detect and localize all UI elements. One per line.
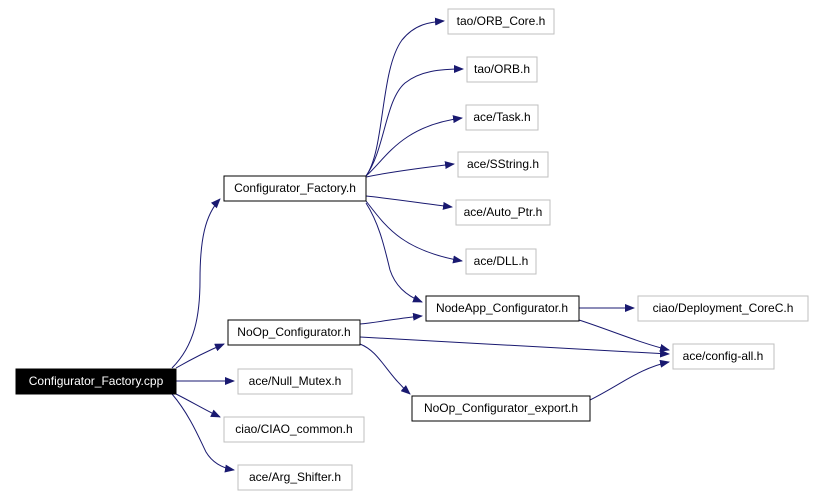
node-nodeapp-configurator-h[interactable]: NodeApp_Configurator.h: [425, 295, 580, 322]
nodes: Configurator_Factory.cpp Configurator_Fa…: [15, 8, 809, 491]
node-label: ace/Auto_Ptr.h: [464, 205, 543, 219]
node-orb-core-h[interactable]: tao/ORB_Core.h: [447, 8, 555, 35]
edge-cf-to-nodeapp-configurator-h: [365, 202, 423, 303]
node-label: ciao/CIAO_common.h: [235, 422, 352, 436]
node-auto-ptr-h[interactable]: ace/Auto_Ptr.h: [455, 199, 551, 226]
edge-noop-to-noop-export-h: [359, 343, 411, 395]
node-label: ace/Arg_Shifter.h: [249, 470, 341, 484]
edge-root-to-noop-configurator-h: [175, 343, 225, 369]
node-sstring-h[interactable]: ace/SString.h: [457, 151, 549, 178]
node-label: NodeApp_Configurator.h: [436, 301, 568, 315]
node-configurator-factory-cpp[interactable]: Configurator_Factory.cpp: [15, 368, 177, 395]
node-label: tao/ORB_Core.h: [457, 14, 546, 28]
edge-root-to-arg-shifter-h: [171, 393, 235, 473]
node-label: ace/config-all.h: [683, 349, 764, 363]
edge-cf-to-sstring-h: [365, 161, 455, 178]
node-label: ace/Task.h: [473, 110, 530, 124]
node-label: ace/SString.h: [467, 157, 539, 171]
edge-cf-to-dll-h: [365, 200, 463, 264]
node-arg-shifter-h[interactable]: ace/Arg_Shifter.h: [237, 464, 353, 491]
edge-noop-to-nodeapp-configurator-h: [359, 312, 423, 325]
node-ciao-common-h[interactable]: ciao/CIAO_common.h: [223, 416, 365, 443]
node-deployment-corec-h[interactable]: ciao/Deployment_CoreC.h: [637, 295, 809, 322]
edges: [171, 17, 670, 473]
node-null-mutex-h[interactable]: ace/Null_Mutex.h: [237, 368, 353, 395]
node-configurator-factory-h[interactable]: Configurator_Factory.h: [223, 175, 367, 202]
edge-root-to-configurator-factory-h: [171, 198, 221, 369]
node-task-h[interactable]: ace/Task.h: [465, 104, 539, 131]
node-label: tao/ORB.h: [474, 62, 530, 76]
edge-cf-to-auto-ptr-h: [365, 195, 453, 210]
edge-noop-export-to-config-all-h: [589, 359, 670, 401]
edge-root-to-ciao-common-h: [175, 393, 221, 418]
edge-nodeapp-to-config-all-h: [578, 319, 670, 352]
edge-noop-to-config-all-h: [359, 336, 670, 358]
node-label: ace/Null_Mutex.h: [249, 374, 342, 388]
edge-cf-to-orb-h: [365, 65, 464, 177]
node-config-all-h[interactable]: ace/config-all.h: [672, 343, 775, 370]
node-orb-h[interactable]: tao/ORB.h: [466, 56, 538, 83]
node-dll-h[interactable]: ace/DLL.h: [465, 248, 537, 275]
node-noop-configurator-h[interactable]: NoOp_Configurator.h: [227, 319, 361, 346]
edge-cf-to-orb-core-h: [365, 17, 445, 177]
node-label: ace/DLL.h: [474, 254, 529, 268]
node-noop-configurator-export-h[interactable]: NoOp_Configurator_export.h: [411, 395, 591, 422]
node-label: NoOp_Configurator_export.h: [424, 401, 578, 415]
node-label: Configurator_Factory.cpp: [29, 374, 164, 388]
node-label: Configurator_Factory.h: [234, 181, 356, 195]
edge-cf-to-task-h: [365, 115, 463, 177]
node-label: NoOp_Configurator.h: [237, 325, 350, 339]
node-label: ciao/Deployment_CoreC.h: [653, 301, 794, 315]
